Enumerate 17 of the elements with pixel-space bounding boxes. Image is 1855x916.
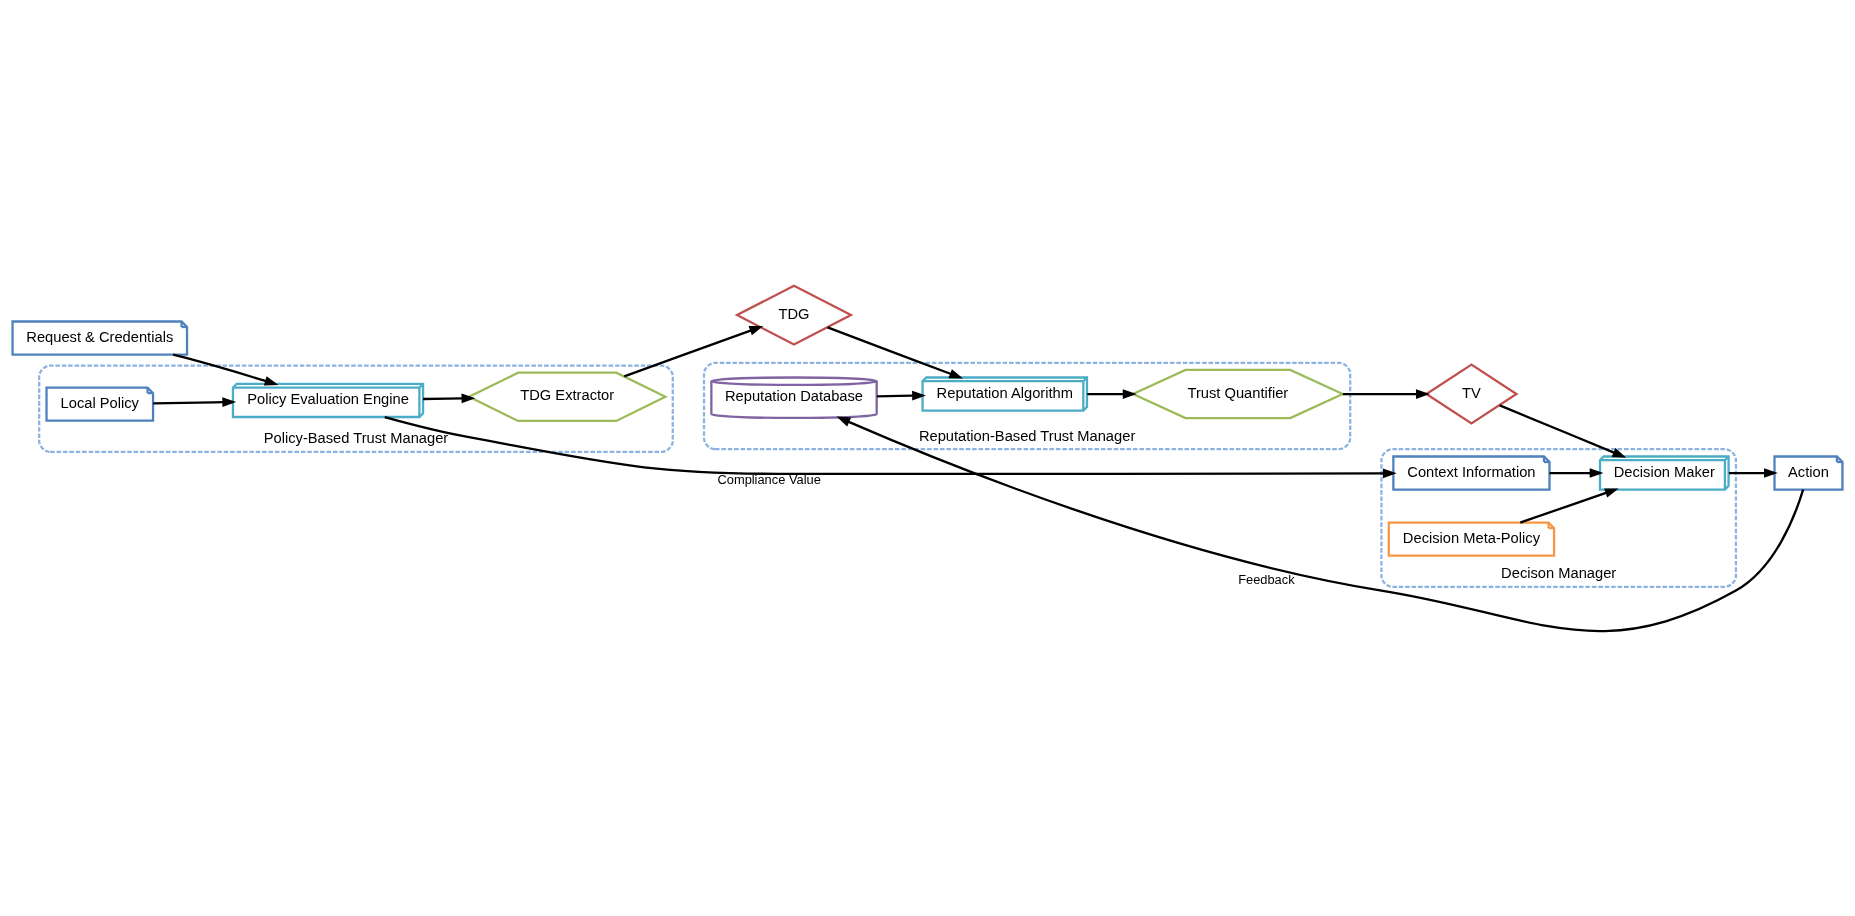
arrow bbox=[1342, 388, 1430, 399]
arrow bbox=[423, 393, 476, 403]
arrow bbox=[1549, 467, 1604, 478]
arrow bbox=[384, 415, 1397, 478]
arrow bbox=[1499, 403, 1627, 458]
arrow bbox=[836, 416, 1805, 632]
node-diamond: TDG bbox=[734, 283, 854, 346]
node-diamond: TV bbox=[1424, 362, 1519, 425]
edge-label: Feedback bbox=[1238, 571, 1295, 587]
edge-label: Compliance Value bbox=[717, 471, 821, 487]
arrow bbox=[172, 353, 279, 386]
arrow bbox=[623, 325, 764, 377]
arrow bbox=[1087, 388, 1137, 399]
arrow bbox=[827, 325, 964, 379]
arrow bbox=[876, 390, 926, 400]
arrow bbox=[1728, 467, 1778, 478]
arrow bbox=[153, 396, 237, 407]
